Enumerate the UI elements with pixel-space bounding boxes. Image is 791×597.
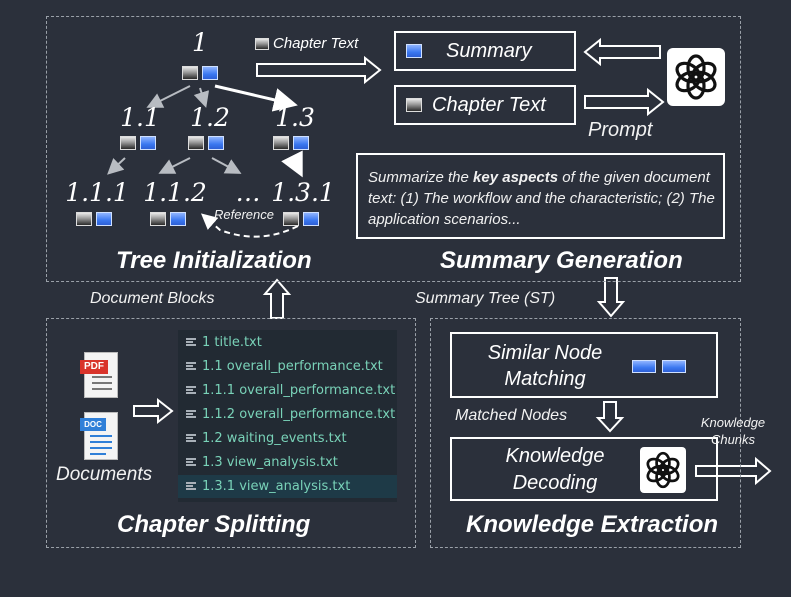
documents-label: Documents [56, 464, 153, 485]
summary-block [140, 136, 156, 150]
summary-block [406, 44, 422, 58]
summary-block [632, 360, 656, 373]
chapter-text-block [120, 136, 136, 150]
chapter-text-block [273, 136, 289, 150]
arrow-matched-down [595, 401, 625, 433]
text-file-icon [186, 338, 196, 347]
summary-block [202, 66, 218, 80]
arrow-summary-tree-down [596, 277, 626, 318]
matched-summary-blocks [632, 360, 686, 373]
arrow-docs-to-files [133, 397, 174, 425]
matched-nodes-label: Matched Nodes [455, 407, 568, 424]
text-file-icon [186, 434, 196, 443]
text-file-icon [186, 386, 196, 395]
similar-node-matching-box: Similar Node Matching [450, 332, 718, 398]
tree-node-1.3-label: 1.3 [275, 103, 315, 132]
knowledge-chunks-label: Knowledge Chunks [700, 415, 766, 447]
text-file-icon [186, 362, 196, 371]
edge-1-to-1.3 [214, 84, 298, 112]
file-list-item[interactable]: 1.2 waiting_events.txt [178, 427, 397, 450]
knowledge-extraction-title: Knowledge Extraction [466, 511, 719, 538]
tree-node-1.1-blocks [120, 136, 156, 150]
tree-node-1.1-label: 1.1 [120, 103, 160, 132]
document-blocks-label: Document Blocks [90, 290, 215, 307]
knowledge-decoding-label: Knowledge Decoding [505, 445, 605, 494]
summary-block [170, 212, 186, 226]
panel-chapter-splitting [46, 318, 416, 548]
panel-tree-summary [46, 16, 741, 282]
openai-logo-icon [640, 447, 686, 493]
text-file-icon [186, 410, 196, 419]
similar-node-matching-label: Similar Node Matching [487, 342, 603, 390]
chapter-text-block [150, 212, 166, 226]
edge-1.1-to-1.1.1 [107, 157, 126, 175]
tree-node-1.1.2-blocks [150, 212, 186, 226]
file-list-item[interactable]: 1 title.txt [178, 331, 397, 354]
tree-initialization-title: Tree Initialization [116, 247, 312, 274]
summary-generation-title: Summary Generation [440, 247, 683, 274]
chapter-splitting-title: Chapter Splitting [117, 511, 311, 538]
text-file-icon [186, 482, 196, 491]
openai-logo-icon [667, 48, 725, 106]
file-list-item[interactable]: 1.1.1 overall_performance.txt [178, 379, 397, 402]
edge-1.2-to-ellipsis [211, 157, 242, 174]
tree-node-1.2-blocks [188, 136, 224, 150]
summary-block [662, 360, 686, 373]
tree-node-root-blocks [182, 66, 218, 80]
edge-1-to-1.2 [193, 87, 210, 108]
chapter-text-block [76, 212, 92, 226]
chapter-text-block [182, 66, 198, 80]
tree-node-1.3.1-label: 1.3.1 [271, 178, 335, 207]
tree-node-1.3-blocks [273, 136, 309, 150]
summary-block [293, 136, 309, 150]
pdf-file-icon: PDF [80, 352, 120, 398]
tree-node-1.1.1-blocks [76, 212, 112, 226]
summary-block [303, 212, 319, 226]
doc-file-icon: DOC [80, 412, 120, 460]
chapter-text-box: Chapter Text [394, 85, 576, 125]
file-list-item[interactable]: 1.3 view_analysis.txt [178, 451, 397, 474]
reference-label: Reference [214, 207, 274, 222]
chapter-text-block [188, 136, 204, 150]
panel-knowledge-extraction [430, 318, 741, 548]
edge-1.2-to-1.1.2 [158, 157, 191, 174]
tree-node-1.1.1-label: 1.1.1 [65, 178, 129, 207]
arrow-doc-blocks-up [262, 278, 292, 319]
file-list-item[interactable]: 1.1.2 overall_performance.txt [178, 403, 397, 426]
arrow-chunks-out [695, 456, 772, 486]
chapter-text-block [406, 98, 422, 112]
summary-box: Summary [394, 31, 576, 71]
prompt-text-box: Summarize the key aspects of the given d… [356, 153, 725, 239]
summary-block [208, 136, 224, 150]
prompt-text: Summarize the key aspects of the given d… [368, 169, 715, 228]
text-file-icon [186, 458, 196, 467]
tree-node-root-label: 1 [192, 28, 208, 57]
file-list-item-selected[interactable]: 1.3.1 view_analysis.txt [178, 475, 397, 498]
edge-1.3-to-1.3.1 [281, 150, 303, 178]
tree-node-1.2-label: 1.2 [190, 103, 230, 132]
chapter-text-arrow-label: Chapter Text [255, 35, 358, 52]
edge-1-to-1.1 [146, 85, 191, 108]
arrow-tree-to-summary [256, 55, 382, 85]
summary-block [96, 212, 112, 226]
file-list-panel: 1 title.txt 1.1 overall_performance.txt … [178, 330, 397, 502]
tree-node-1.3.1-blocks [283, 212, 319, 226]
arrow-logo-to-summary [583, 37, 661, 67]
chapter-text-block [255, 37, 269, 50]
chapter-text-block [283, 212, 299, 226]
tree-node-ellipsis-label: … [235, 178, 261, 207]
tree-node-1.1.2-label: 1.1.2 [143, 178, 207, 207]
file-list-item[interactable]: 1.1 overall_performance.txt [178, 355, 397, 378]
knowledge-decoding-box: Knowledge Decoding [450, 437, 718, 501]
prompt-label: Prompt [588, 119, 653, 141]
arrow-chapter-to-logo [584, 87, 665, 117]
reference-curve [200, 213, 299, 238]
summary-tree-label: Summary Tree (ST) [415, 290, 556, 307]
